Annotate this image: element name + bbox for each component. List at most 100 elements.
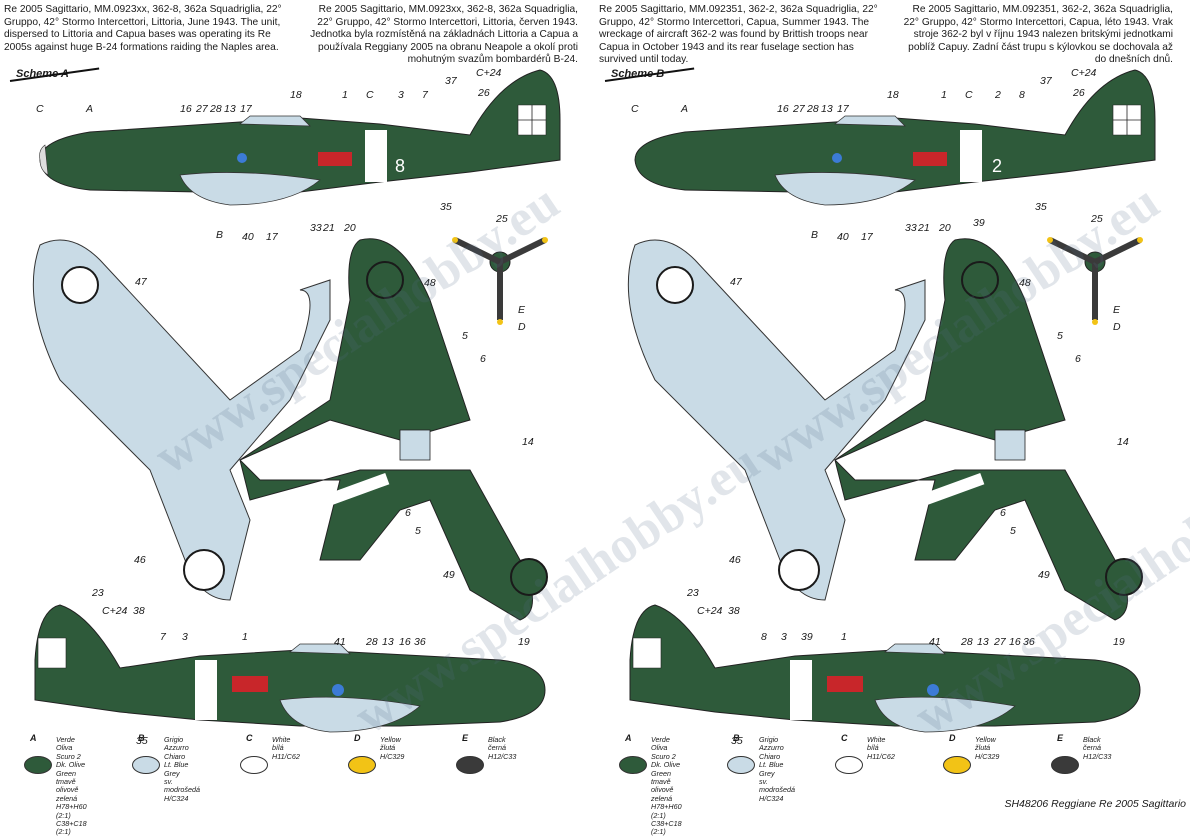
propeller [452, 237, 548, 325]
svg-text:33: 33 [310, 222, 322, 234]
propeller [1047, 237, 1143, 325]
svg-text:40: 40 [242, 231, 254, 243]
svg-text:20: 20 [343, 222, 356, 234]
legend-letter-e: E [1057, 733, 1064, 743]
svg-text:38: 38 [133, 605, 145, 617]
svg-text:19: 19 [1113, 636, 1125, 648]
svg-text:16: 16 [180, 103, 192, 115]
svg-text:27: 27 [195, 103, 209, 115]
svg-text:36: 36 [414, 636, 426, 648]
legend-swatch-e [456, 756, 484, 774]
svg-text:A: A [85, 103, 93, 115]
svg-text:21: 21 [917, 222, 930, 234]
legend-swatch-b [727, 756, 755, 774]
svg-text:36: 36 [1023, 636, 1035, 648]
svg-text:35: 35 [440, 201, 452, 213]
svg-text:6: 6 [1000, 507, 1006, 519]
svg-text:26: 26 [477, 87, 490, 99]
svg-text:13: 13 [821, 103, 833, 115]
svg-text:C: C [366, 89, 374, 101]
svg-text:1: 1 [841, 631, 847, 643]
svg-text:35: 35 [731, 735, 743, 747]
svg-text:13: 13 [224, 103, 236, 115]
svg-text:37: 37 [1040, 75, 1053, 87]
svg-text:3: 3 [781, 631, 787, 643]
squadron-emblem [237, 153, 247, 163]
svg-text:1: 1 [342, 89, 348, 101]
svg-text:14: 14 [1117, 436, 1129, 448]
caption-cz: Re 2005 Sagittario, MM.0923xx, 362-8, 36… [310, 4, 578, 66]
svg-text:E: E [518, 304, 526, 316]
svg-text:47: 47 [135, 276, 148, 288]
legend-letter-b: B [138, 733, 145, 743]
svg-text:D: D [1113, 321, 1121, 333]
svg-text:25: 25 [495, 213, 508, 225]
svg-text:39: 39 [973, 217, 985, 229]
svg-text:1: 1 [941, 89, 947, 101]
underside-view [627, 239, 926, 601]
svg-text:18: 18 [290, 89, 302, 101]
svg-text:20: 20 [938, 222, 951, 234]
svg-text:13: 13 [977, 636, 989, 648]
svg-text:C+24: C+24 [1071, 67, 1097, 79]
svg-text:C: C [965, 89, 973, 101]
footer-title: SH48206 Reggiane Re 2005 Sagittario [1004, 798, 1186, 810]
underside-view [32, 239, 331, 601]
svg-text:3: 3 [182, 631, 188, 643]
aircraft-views: 2 [627, 67, 1156, 747]
legend-swatch-c [835, 756, 863, 774]
svg-text:3: 3 [398, 89, 404, 101]
red-code-362 [318, 152, 352, 166]
svg-text:35: 35 [1035, 201, 1047, 213]
svg-text:B: B [811, 229, 818, 241]
svg-text:14: 14 [522, 436, 534, 448]
svg-text:17: 17 [861, 231, 874, 243]
svg-text:7: 7 [160, 631, 167, 643]
svg-text:26: 26 [1072, 87, 1085, 99]
svg-text:40: 40 [837, 231, 849, 243]
legend-letter-a: A [30, 733, 37, 743]
legend-swatch-b [132, 756, 160, 774]
svg-text:25: 25 [1090, 213, 1103, 225]
svg-text:23: 23 [91, 587, 104, 599]
svg-text:49: 49 [1038, 569, 1050, 581]
svg-text:41: 41 [334, 636, 346, 648]
svg-text:27: 27 [993, 636, 1007, 648]
aircraft-views: 8 [32, 67, 561, 747]
side-view-bottom [34, 604, 546, 733]
legend-swatch-d [943, 756, 971, 774]
svg-text:6: 6 [405, 507, 411, 519]
svg-text:46: 46 [729, 554, 741, 566]
svg-text:1: 1 [242, 631, 248, 643]
svg-text:28: 28 [365, 636, 378, 648]
upperside-view [239, 238, 548, 621]
svg-text:C+24: C+24 [102, 605, 128, 617]
svg-text:41: 41 [929, 636, 941, 648]
side-view-top: 8 [39, 69, 561, 206]
svg-text:21: 21 [322, 222, 335, 234]
svg-text:33: 33 [905, 222, 917, 234]
fuselage-code: 8 [395, 156, 405, 176]
svg-text:17: 17 [266, 231, 279, 243]
svg-text:28: 28 [960, 636, 973, 648]
svg-text:16: 16 [399, 636, 411, 648]
svg-text:46: 46 [134, 554, 146, 566]
svg-text:6: 6 [480, 353, 486, 365]
svg-text:2: 2 [994, 89, 1001, 101]
svg-text:49: 49 [443, 569, 455, 581]
svg-text:B: B [216, 229, 223, 241]
side-view-bottom [629, 604, 1141, 733]
svg-text:5: 5 [1010, 525, 1016, 537]
scheme-a-panel: Re 2005 Sagittario, MM.0923xx, 362-8, 36… [0, 0, 595, 836]
svg-text:C+24: C+24 [697, 605, 723, 617]
caption-en: Re 2005 Sagittario, MM.0923xx, 362-8, 36… [4, 4, 282, 53]
legend-letter-c: C [246, 733, 253, 743]
svg-text:39: 39 [801, 631, 813, 643]
svg-text:19: 19 [518, 636, 530, 648]
svg-text:27: 27 [792, 103, 806, 115]
